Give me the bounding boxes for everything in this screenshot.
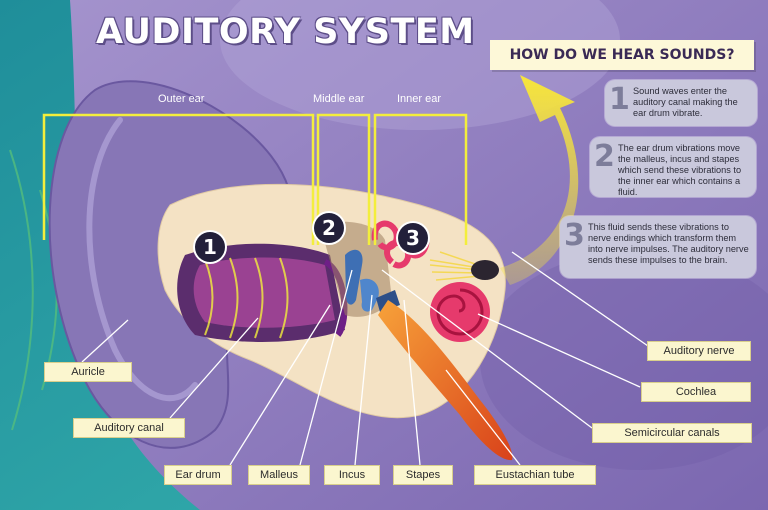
incus-leader	[354, 294, 373, 466]
cochlea-label: Cochlea	[641, 382, 751, 402]
auditory-canal-label: Auditory canal	[73, 418, 185, 438]
semicircular-canals-leader	[381, 269, 593, 429]
cochlea-shape	[430, 282, 490, 342]
head-highlight	[220, 0, 620, 130]
signal-to-brain-arrow	[500, 75, 579, 285]
ear-drum-label: Ear drum	[164, 465, 232, 485]
auditory-canal-leader	[169, 317, 259, 419]
auditory-nerve-shape	[471, 260, 499, 280]
section-brackets	[42, 113, 468, 245]
question-banner: HOW DO WE HEAR SOUNDS?	[490, 40, 754, 70]
step-1-badge: 1	[195, 232, 225, 262]
step-1-text: Sound waves enter the auditory canal mak…	[633, 86, 738, 118]
stapes-label: Stapes	[393, 465, 453, 485]
step-2-card: 2 The ear drum vibrations move the malle…	[590, 137, 756, 197]
inner-ear-section-label: Inner ear	[397, 93, 442, 105]
stapes-leader	[403, 299, 421, 466]
jaw-shadow	[480, 250, 768, 470]
auricle-leader	[81, 319, 129, 363]
auricle-label: Auricle	[44, 362, 132, 382]
step-2-text: The ear drum vibrations move the malleus…	[618, 143, 742, 197]
semicircular-canals-label: Semicircular canals	[592, 423, 752, 443]
step-2-badge: 2	[314, 213, 344, 243]
middle-ear-bracket	[316, 113, 371, 245]
incus-shape	[360, 278, 379, 312]
eustachian-tube-label: Eustachian tube	[474, 465, 596, 485]
step-1-number: 1	[609, 82, 630, 117]
canal-sound-waves	[204, 257, 289, 339]
malleus-leader	[299, 269, 353, 466]
malleus-label: Malleus	[248, 465, 310, 485]
page-title: AUDITORY SYSTEM	[96, 12, 475, 52]
leader-lines	[81, 251, 649, 466]
step-3-number: 3	[564, 218, 585, 253]
outer-ear-bracket	[42, 113, 315, 245]
step-2-number: 2	[594, 139, 615, 174]
step-1-card: 1 Sound waves enter the auditory canal m…	[605, 80, 757, 126]
malleus-shape	[345, 249, 363, 305]
outer-ear-section-label: Outer ear	[158, 93, 205, 105]
eustachian-tube-leader	[445, 369, 521, 466]
incus-label: Incus	[324, 465, 380, 485]
eustachian-tube-shape	[378, 300, 513, 461]
cochlea-leader	[477, 313, 641, 388]
auditory-nerve-label: Auditory nerve	[647, 341, 751, 361]
step-3-card: 3 This fluid sends these vibrations to n…	[560, 216, 756, 278]
auditory-nerve-leader	[511, 251, 649, 347]
middle-ear-section-label: Middle ear	[313, 93, 365, 105]
step-3-text: This fluid sends these vibrations to ner…	[588, 222, 749, 265]
inner-ear-bracket	[373, 113, 468, 245]
step-3-badge: 3	[398, 223, 428, 253]
auricle-ridge	[86, 117, 198, 402]
auditory-canal-inner	[193, 257, 335, 328]
ear-drum-leader	[229, 304, 331, 466]
